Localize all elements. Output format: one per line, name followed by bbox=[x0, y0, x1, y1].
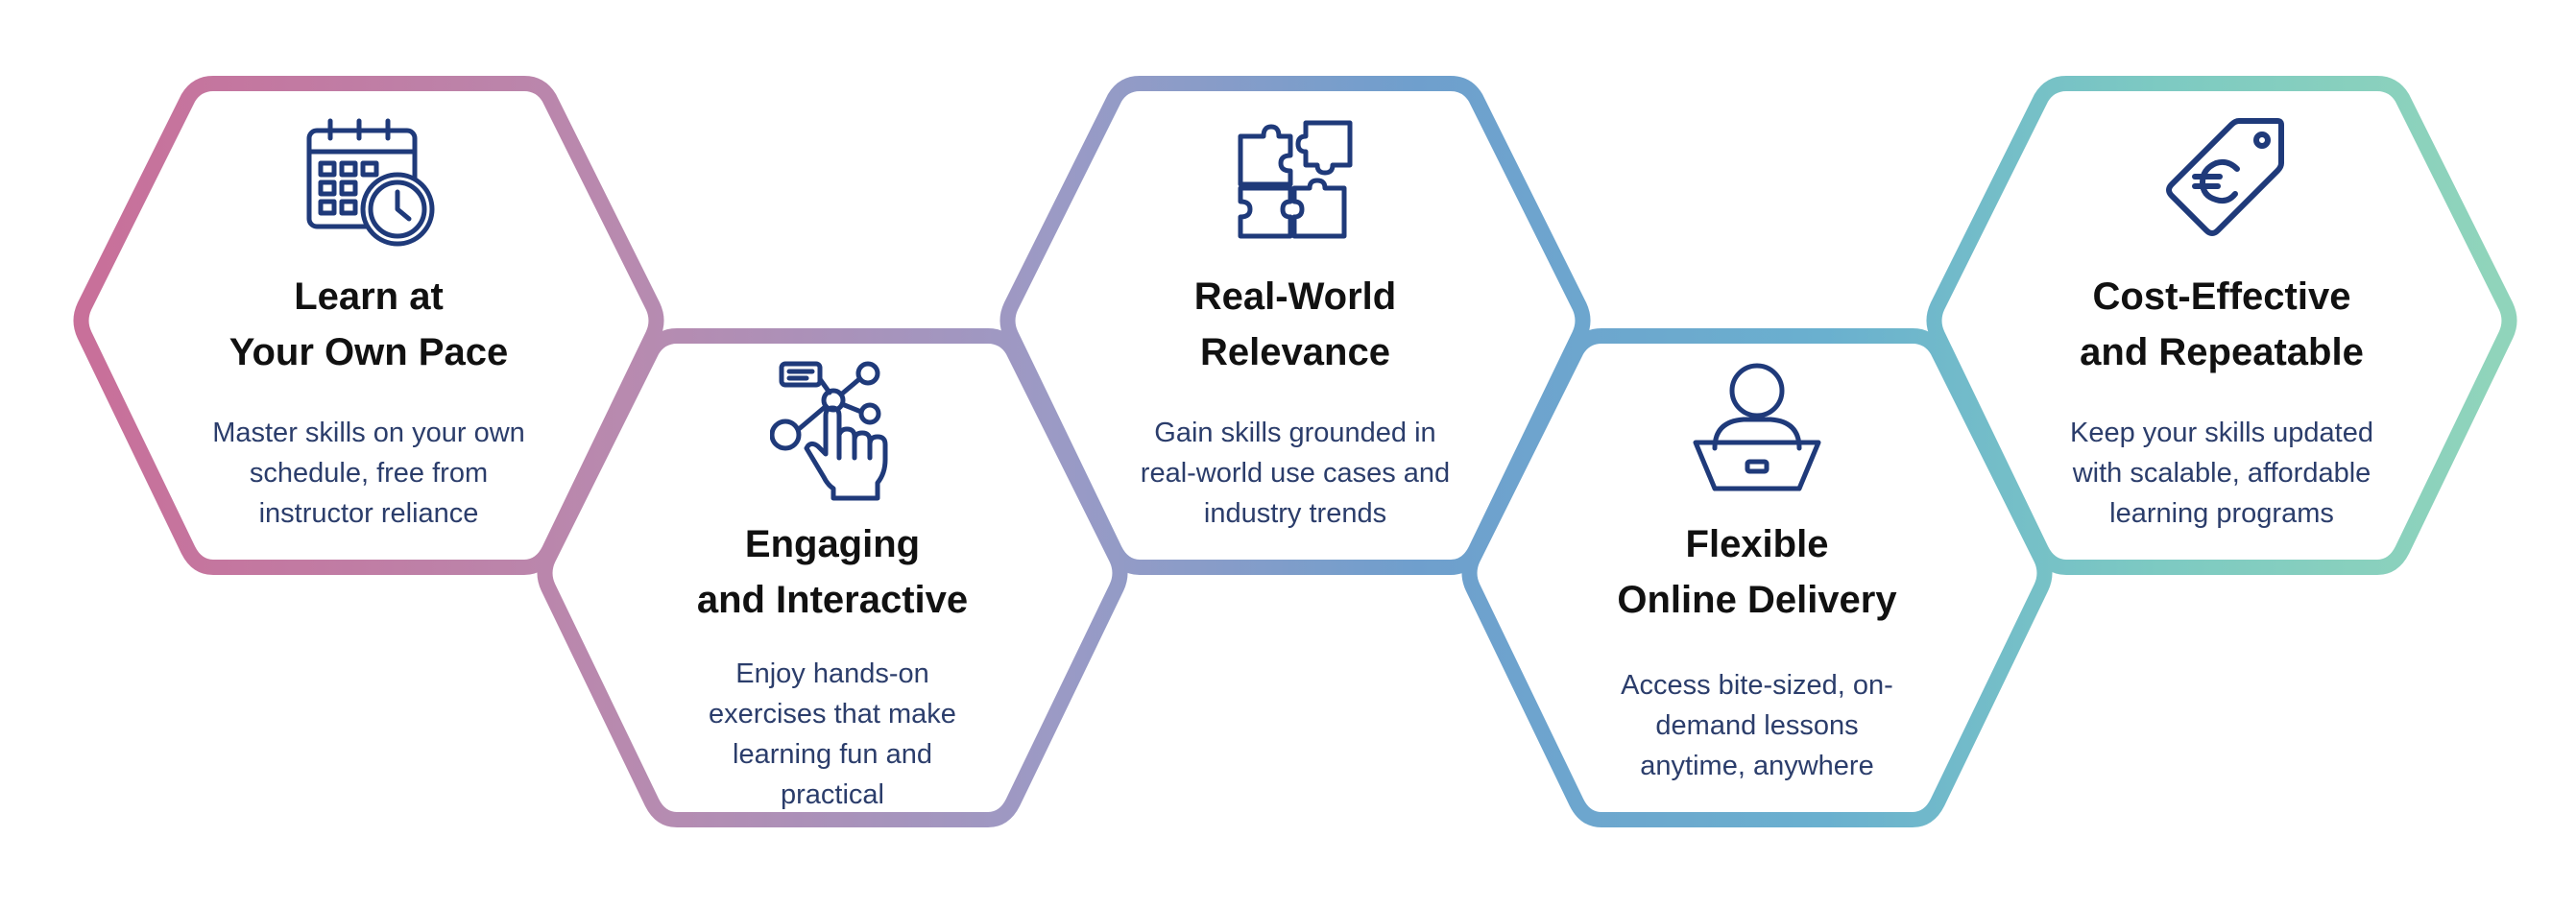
description-line: Access bite-sized, on- bbox=[1621, 670, 1893, 701]
calendar-clock-icon bbox=[306, 118, 435, 247]
description-line: learning fun and bbox=[733, 739, 932, 770]
title-line: and Interactive bbox=[696, 579, 969, 621]
title-line: Engaging bbox=[744, 523, 921, 565]
touch-interaction-icon bbox=[770, 361, 888, 501]
card-description: Gain skills grounded in real-world use c… bbox=[1070, 413, 1521, 534]
description-line: schedule, free from bbox=[249, 458, 489, 489]
title-line: Cost-Effective bbox=[2092, 275, 2351, 318]
card-cost-effective-and-repeatable: Cost-Effective and Repeatable Keep your … bbox=[1996, 96, 2447, 557]
card-real-world-relevance: Real-World Relevance Gain skills grounde… bbox=[1070, 96, 1521, 557]
title-line: Learn at bbox=[294, 275, 444, 318]
card-engaging-and-interactive: Engaging and Interactive Enjoy hands-on … bbox=[607, 348, 1058, 810]
title-line: Relevance bbox=[1200, 331, 1390, 373]
description-line: instructor reliance bbox=[258, 498, 479, 529]
hexagon-real-world-relevance bbox=[999, 76, 1591, 575]
title-line: Real-World bbox=[1193, 275, 1397, 318]
description-line: exercises that make bbox=[709, 699, 956, 730]
card-title: Flexible Online Delivery bbox=[1531, 516, 1983, 628]
description-line: practical bbox=[781, 779, 884, 810]
euro-price-tag-icon bbox=[2166, 118, 2284, 236]
description-line: learning programs bbox=[2109, 498, 2334, 529]
description-line: anytime, anywhere bbox=[1640, 751, 1874, 781]
hexagon-learn-at-your-own-pace bbox=[73, 76, 664, 575]
card-learn-at-your-own-pace: Learn at Your Own Pace Master skills on … bbox=[143, 96, 594, 557]
description-line: demand lessons bbox=[1655, 710, 1859, 741]
card-description: Master skills on your own schedule, free… bbox=[143, 413, 594, 534]
description-line: real-world use cases and bbox=[1140, 458, 1451, 489]
hexagon-cost-effective-and-repeatable bbox=[1926, 76, 2517, 575]
card-title: Engaging and Interactive bbox=[607, 516, 1058, 628]
card-description: Access bite-sized, on- demand lessons an… bbox=[1531, 665, 1983, 786]
person-laptop-icon bbox=[1693, 363, 1821, 491]
card-description: Enjoy hands-on exercises that make learn… bbox=[607, 654, 1058, 815]
description-line: Keep your skills updated bbox=[2070, 418, 2373, 448]
title-line: and Repeatable bbox=[2080, 331, 2364, 373]
title-line: Flexible bbox=[1685, 523, 1829, 565]
description-line: industry trends bbox=[1203, 498, 1387, 529]
card-title: Cost-Effective and Repeatable bbox=[1996, 269, 2447, 380]
title-line: Your Own Pace bbox=[229, 331, 509, 373]
title-line: Online Delivery bbox=[1617, 579, 1897, 621]
card-title: Learn at Your Own Pace bbox=[143, 269, 594, 380]
puzzle-pieces-icon bbox=[1238, 120, 1353, 239]
card-description: Keep your skills updated with scalable, … bbox=[1996, 413, 2447, 534]
card-title: Real-World Relevance bbox=[1070, 269, 1521, 380]
description-line: Gain skills grounded in bbox=[1154, 418, 1436, 448]
description-line: Enjoy hands-on bbox=[735, 658, 929, 689]
description-line: with scalable, affordable bbox=[2072, 458, 2371, 489]
description-line: Master skills on your own bbox=[212, 418, 525, 448]
card-flexible-online-delivery: Flexible Online Delivery Access bite-siz… bbox=[1531, 348, 1983, 809]
